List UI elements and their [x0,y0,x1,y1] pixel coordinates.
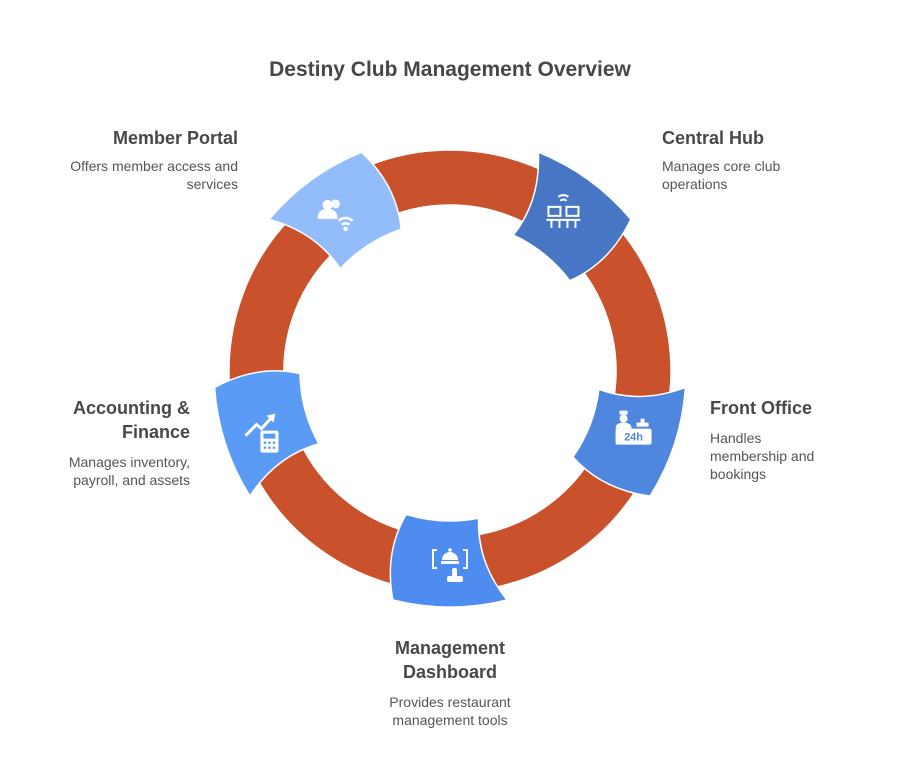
node-description: Manages inventory, payroll, and assets [68,454,190,488]
reception-24h-icon: 24h [615,410,652,445]
node-description: Handles membership and bookings [710,430,815,482]
growth-calculator-icon [244,413,279,453]
node-label-management-dashboard: Management Dashboard Provides restaurant… [370,636,530,729]
node-description: Offers member access and services [70,158,238,192]
node-title: Member Portal [112,128,238,148]
node-segment-member-portal [267,151,402,270]
node-segment-management-dashboard [389,513,509,608]
node-label-member-portal: Member Portal Offers member access and s… [60,126,238,193]
workstations-wifi-icon [546,194,581,228]
node-label-central-hub: Central Hub Manages core club operations [662,126,812,193]
node-description: Provides restaurant management tools [389,694,511,728]
node-title: Central Hub [662,128,765,148]
restaurant-dashboard-icon [432,548,468,582]
node-title: Front Office [710,398,812,418]
node-label-accounting-finance: Accounting & Finance Manages inventory, … [50,396,190,489]
node-title: Management Dashboard [394,638,506,682]
node-title: Accounting & Finance [73,398,190,442]
node-description: Manages core club operations [662,158,781,192]
svg-text:24h: 24h [624,432,643,444]
users-wifi-icon [317,199,354,232]
node-label-front-office: Front Office Handles membership and book… [710,396,835,483]
diagram-title: Destiny Club Management Overview [269,58,631,81]
